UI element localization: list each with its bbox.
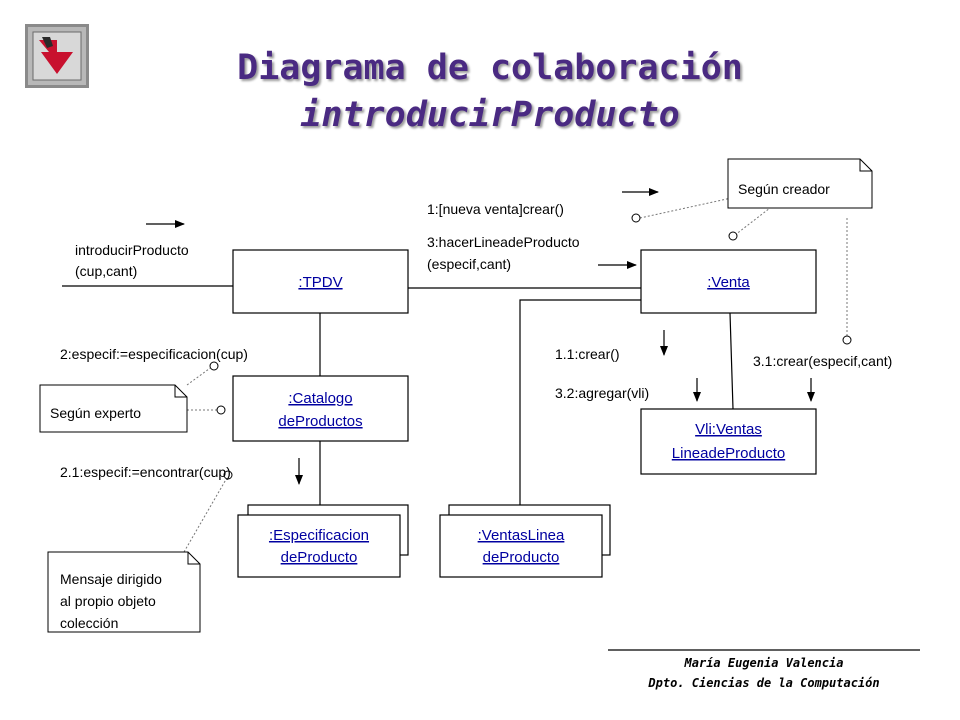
message-3-1: 3.1:crear(especif,cant) [753, 353, 892, 369]
object-vli-label-2: LineadeProducto [672, 445, 785, 462]
object-vli-label-1: Vli:Ventas [695, 421, 762, 438]
note-experto: Según experto [39, 384, 188, 433]
note-connector-ends [209, 213, 852, 480]
object-tpdv-label: :TPDV [298, 274, 342, 291]
message-1: 1:[nueva venta]crear() [427, 201, 564, 217]
message-1-1: 1.1:crear() [555, 346, 620, 362]
message-3-line2: (especif,cant) [427, 256, 511, 272]
object-especificacion-label-2: deProducto [281, 549, 358, 566]
message-2: 2:especif:=especificacion(cup) [60, 346, 248, 362]
footer-department: Dpto. Ciencias de la Computación [648, 676, 880, 690]
note-experto-text: Según experto [50, 405, 141, 421]
footer-author: María Eugenia Valencia [684, 656, 844, 670]
object-ventaslinea-label-2: deProducto [483, 549, 560, 566]
object-especificacion: :Especificacion deProducto [237, 504, 409, 578]
object-catalogo-label-2: deProductos [278, 413, 362, 430]
object-catalogo: :Catalogo deProductos [232, 375, 409, 442]
message-introducir-1: introducirProducto [75, 242, 189, 258]
note-mensaje-text-1: Mensaje dirigido [60, 571, 162, 587]
message-2-1: 2.1:especif:=encontrar(cup) [60, 464, 231, 480]
logo-icon [25, 24, 89, 88]
note-mensaje: Mensaje dirigido al propio objeto colecc… [47, 551, 201, 633]
object-ventaslinea: :VentasLinea deProducto [439, 504, 611, 578]
page-title: Diagrama de colaboración [237, 48, 743, 88]
message-3-2: 3.2:agregar(vli) [555, 385, 649, 401]
note-mensaje-text-2: al propio objeto [60, 593, 156, 609]
message-arrows [146, 188, 815, 485]
object-links [62, 285, 734, 505]
object-catalogo-label-1: :Catalogo [288, 390, 352, 407]
object-venta-label: :Venta [707, 274, 750, 291]
message-3-line1: 3:hacerLineadeProducto [427, 234, 580, 250]
note-creador: Según creador [727, 158, 873, 209]
object-vli: Vli:Ventas LineadeProducto [640, 408, 817, 475]
message-introducir-2: (cup,cant) [75, 263, 137, 279]
object-especificacion-label-1: :Especificacion [269, 527, 369, 544]
object-ventaslinea-label-1: :VentasLinea [478, 527, 565, 544]
note-creador-text: Según creador [738, 181, 830, 197]
object-venta: :Venta [640, 249, 817, 314]
object-tpdv: :TPDV [232, 249, 409, 314]
note-mensaje-text-3: colección [60, 615, 118, 631]
page-subtitle: introducirProducto [300, 95, 680, 135]
